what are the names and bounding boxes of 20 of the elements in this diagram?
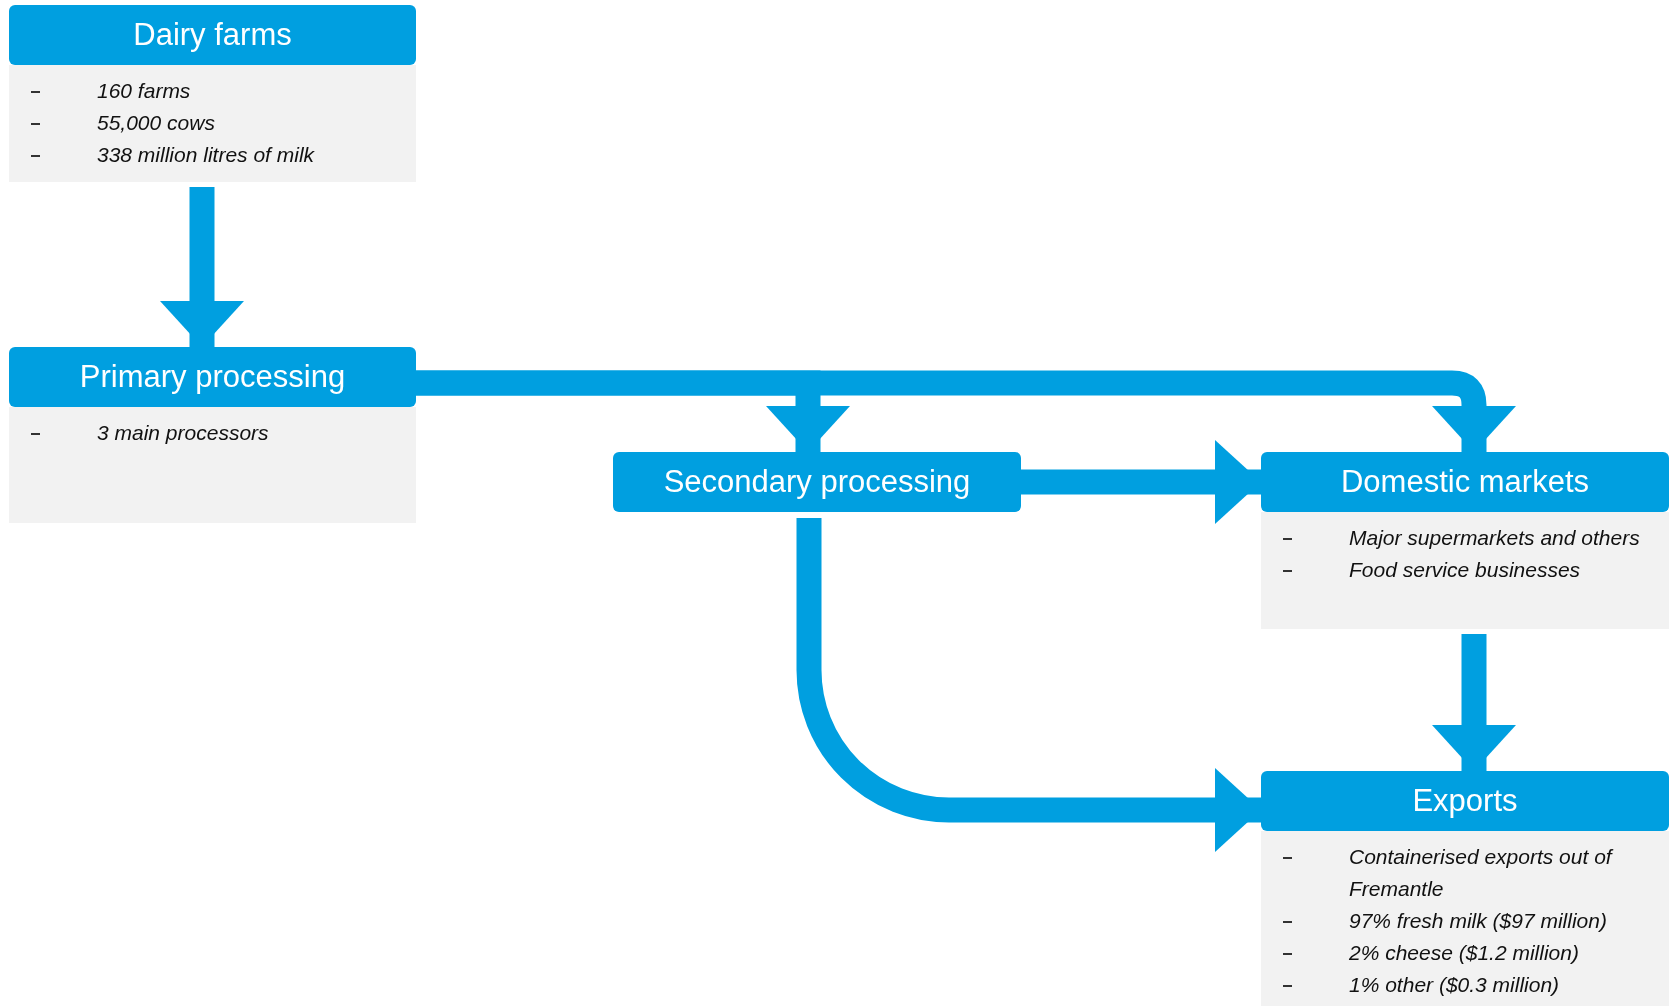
block-arrow xyxy=(416,370,1516,452)
block-arrow xyxy=(1021,440,1261,524)
bullet-text: 1% other ($0.3 million) xyxy=(1349,972,1561,998)
bullet-text: 2% cheese ($1.2 million) xyxy=(1349,940,1580,966)
bullet-text: Containerised exports out of Fremantle xyxy=(1349,844,1615,902)
bullet-text: 338 million litres of milk xyxy=(97,142,316,168)
bullet-text: 55,000 cows xyxy=(97,110,216,136)
bullet-text: 97% fresh milk ($97 million) xyxy=(1349,908,1608,934)
bullet-text: Food service businesses xyxy=(1349,557,1582,583)
bullet-text: 3 main processors xyxy=(97,420,270,446)
block-arrow xyxy=(1432,634,1516,771)
bullet-text: Major supermarkets and others xyxy=(1349,525,1641,551)
block-arrow xyxy=(796,518,1261,852)
block-arrow xyxy=(160,187,244,347)
heading-bar: Dairy farms xyxy=(9,5,416,65)
heading-bar: Secondary processing xyxy=(613,452,1021,512)
heading-bar: Exports xyxy=(1261,771,1669,831)
heading-bar: Primary processing xyxy=(9,347,416,407)
bullet-text: 160 farms xyxy=(97,78,192,104)
heading-bar: Domestic markets xyxy=(1261,452,1669,512)
